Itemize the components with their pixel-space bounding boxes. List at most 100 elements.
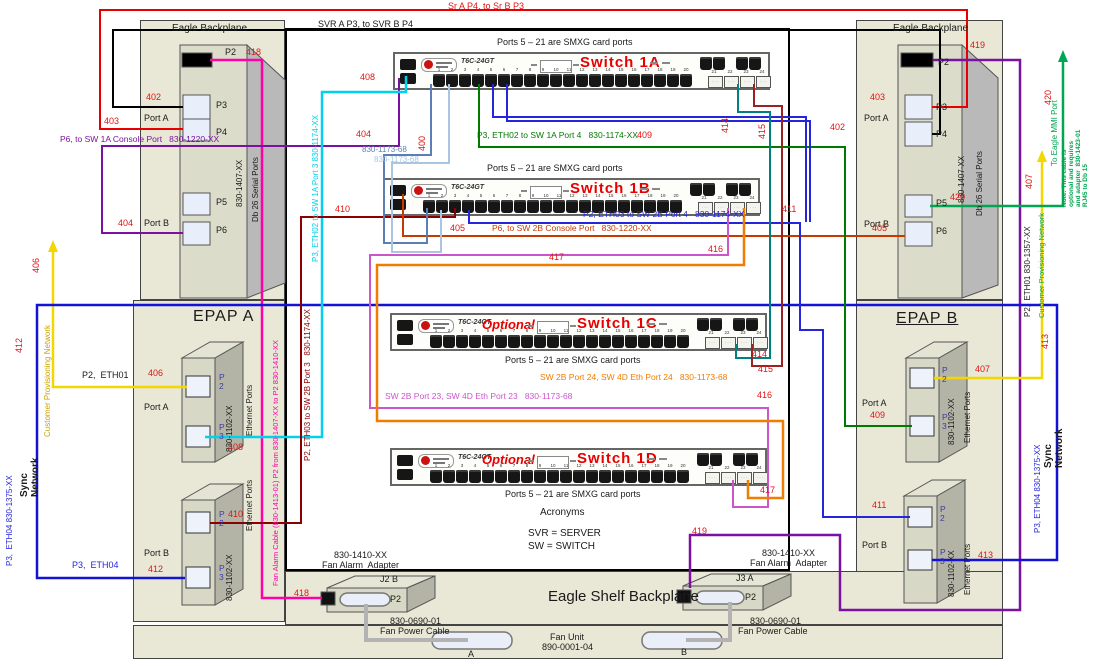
rj45-port [592,200,604,213]
rj45-port [508,335,520,348]
port-number: 4 [473,463,477,468]
dip-mark-icon [652,188,660,190]
rj45-port [482,470,494,483]
logo-bar-icon [433,323,449,325]
console-port-icon [390,185,406,196]
sfp-port: ··· [698,202,713,214]
console-port-icon [390,199,406,210]
port-number: 6 [499,463,503,468]
port-number: 14 [595,193,601,198]
port-number: 21 [708,465,714,470]
port-number: 3 [453,193,457,198]
uplink-tab-icon [563,190,569,192]
rj45-port [641,74,653,87]
rj45-port [625,335,637,348]
rj45-port [514,200,526,213]
port-number: 22 [724,465,730,470]
rj45-port [631,200,643,213]
port-number: 10 [553,67,559,72]
rj45-port [618,200,630,213]
port-number: 20 [680,328,686,333]
rj45-port [482,335,494,348]
uplink-tab-icon [521,190,527,192]
rj45-port [651,470,663,483]
rj45-port [667,74,679,87]
rj45-port [488,200,500,213]
rj45-port [576,74,588,87]
sfp-port: ··· [746,202,761,214]
switch-model: T6C-24GT [451,184,485,191]
rj45-port [446,74,458,87]
console-port-icon [397,320,413,331]
port-number: 15 [608,193,614,198]
rj45-port [638,335,650,348]
rj45-port [443,335,455,348]
port-number: 7 [505,193,509,198]
port-number: 11 [556,193,562,198]
rj45-port [495,335,507,348]
port-number: 18 [647,193,653,198]
dip-mark-icon [640,188,648,190]
rj45-port [566,200,578,213]
port-number: 5 [479,193,483,198]
logo-bar-icon [436,62,452,64]
port-number: 24 [759,69,765,74]
uplink-tab-icon [528,325,534,327]
logo-dot-icon [414,186,423,195]
sfp-port: ··· [753,337,768,349]
port-number: 7 [512,463,516,468]
port-number: 8 [525,463,529,468]
rj45-port [560,470,572,483]
rj45-port [612,335,624,348]
rj45-port [443,470,455,483]
rj45-port [677,470,689,483]
port-number: 11 [563,463,569,468]
port-number: 1 [437,67,441,72]
port-number: 2 [450,67,454,72]
rj45-port [537,74,549,87]
port-number: 13 [589,463,595,468]
rj45-port [579,200,591,213]
port-number: 6 [499,328,503,333]
rj45-port [664,470,676,483]
port-number: 22 [727,69,733,74]
rj45-port [456,335,468,348]
rj45-port [469,335,481,348]
port-number: 15 [615,463,621,468]
console-port-icon [397,334,413,345]
port-number: 20 [680,463,686,468]
rj45-port [651,335,663,348]
rj45-port [540,200,552,213]
sfp-port: ··· [705,472,720,484]
rj45-port [670,200,682,213]
port-number: 18 [657,67,663,72]
port-number: 24 [749,195,755,200]
port-number: 12 [579,67,585,72]
rj45-port [472,74,484,87]
switch-model: T6C-24GT [461,58,495,65]
uplink-tab-icon [570,325,576,327]
port-number: 4 [476,67,480,72]
console-port-icon [400,73,416,84]
rj45-port [511,74,523,87]
rj45-port [475,200,487,213]
logo-bar-icon [433,458,449,460]
logo-dot-icon [421,321,430,330]
port-number: 23 [733,195,739,200]
rj45-port [469,470,481,483]
rj45-port [589,74,601,87]
dip-mark-icon [662,62,670,64]
port-number: 8 [525,328,529,333]
rj45-port [485,74,497,87]
port-number: 2 [447,463,451,468]
rj45-port [677,335,689,348]
rj45-port [433,74,445,87]
port-number: 12 [576,328,582,333]
rj45-port [573,335,585,348]
port-number: 24 [756,465,762,470]
rj45-port [534,470,546,483]
rj45-port [612,470,624,483]
